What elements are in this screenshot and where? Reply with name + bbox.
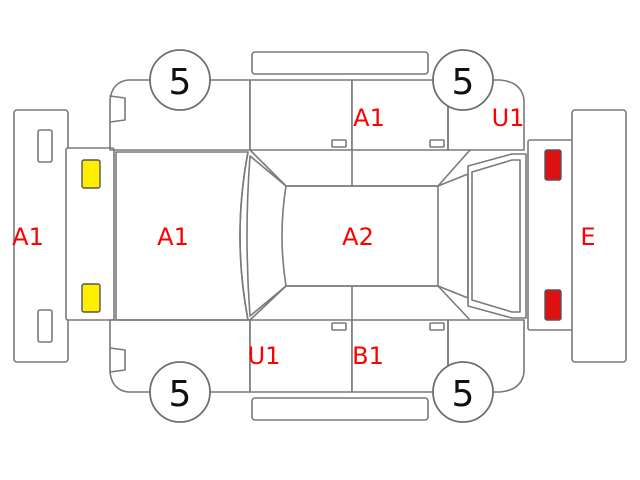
rear-bumper [571, 109, 627, 363]
wheel-front-right: 5 [149, 361, 211, 423]
rear-panel [527, 139, 577, 331]
wheel-rear-left-label: 5 [452, 62, 475, 103]
wheel-front-left-label: 5 [169, 62, 192, 103]
wheel-rear-right-label: 5 [452, 374, 475, 415]
top-view-body [115, 151, 527, 321]
code-right-rear-fender: U1 [492, 104, 525, 132]
rear-lamp-bottom [544, 289, 562, 321]
top-side-skirt [251, 51, 429, 75]
rear-lamp-top [544, 149, 562, 181]
front-grille [65, 147, 115, 321]
front-sensor-top [37, 129, 53, 163]
front-lamp-bottom [81, 283, 101, 313]
top-side-profile [109, 51, 525, 187]
code-left-rear-door: B1 [352, 342, 384, 370]
front-sensor-bottom [37, 309, 53, 343]
code-hood: A1 [157, 223, 189, 251]
code-right-front-door: A1 [353, 104, 385, 132]
front-lamp-top [81, 159, 101, 189]
bottom-side-skirt [251, 397, 429, 421]
wheel-front-left: 5 [149, 49, 211, 111]
code-front-bumper: A1 [12, 223, 44, 251]
code-left-front-fender: U1 [248, 342, 281, 370]
wheel-rear-left: 5 [432, 49, 494, 111]
wheel-rear-right: 5 [432, 361, 494, 423]
code-roof: A2 [342, 223, 374, 251]
wheel-front-right-label: 5 [169, 374, 192, 415]
code-rear-bumper: E [580, 223, 595, 251]
